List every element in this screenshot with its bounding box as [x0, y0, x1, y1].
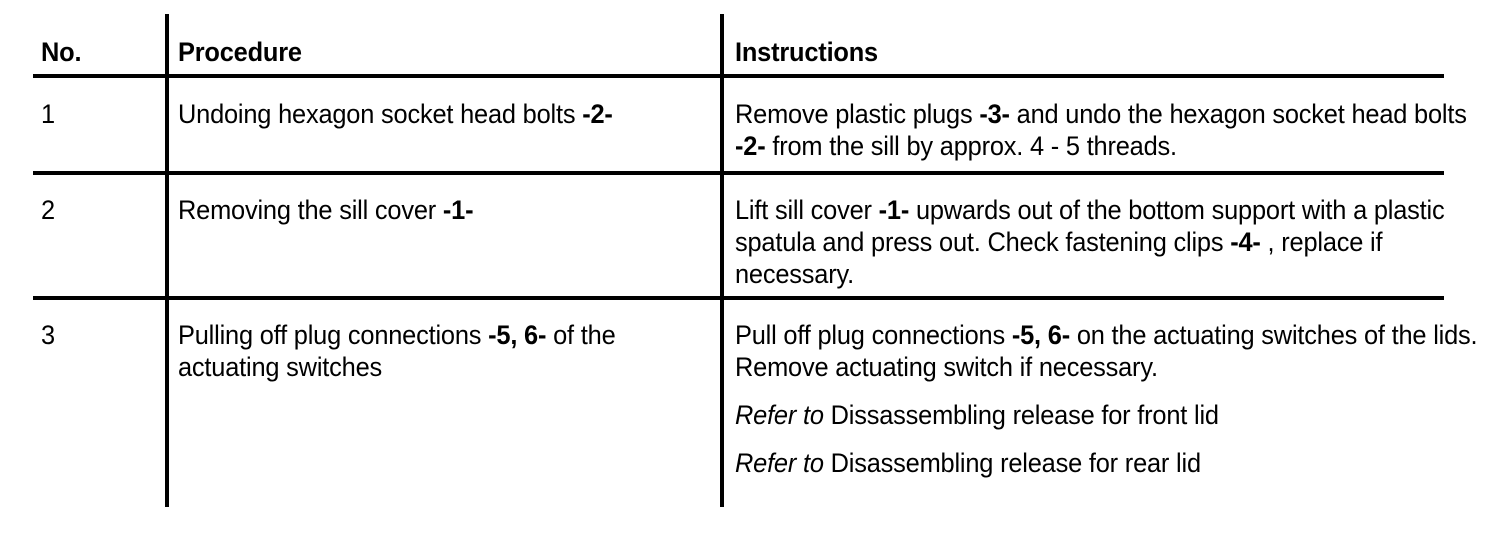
instructions-cell-3: Pull off plug connections -5, 6- on the …	[735, 319, 1478, 479]
instructions-text-3b: on the actuating switches of the lids.	[1069, 320, 1478, 350]
procedure-text-3b: of the actuating switches	[178, 320, 623, 382]
instructions-text-1b: and undo the hexagon socket head bolts	[1009, 99, 1474, 129]
instructions-text-2c: , replace if necessary.	[735, 227, 1390, 289]
instructions-ref-1b: -2-	[735, 131, 766, 161]
instructions-text-3a: Pull off plug connections	[735, 320, 1012, 350]
cross-reference-front-lid[interactable]: Refer to Dissassembling release for fron…	[735, 399, 1478, 431]
instructions-ref-3a: -5, 6-	[1011, 320, 1070, 350]
row-divider-rule-2	[33, 296, 1444, 300]
procedure-cell-1: Undoing hexagon socket head bolts -2-	[178, 98, 704, 130]
column-header-no: No.	[41, 37, 82, 67]
instructions-text-2b: upwards out of the bottom support with a…	[735, 195, 1452, 257]
procedure-cell-3: Pulling off plug connections -5, 6- of t…	[178, 319, 704, 383]
instructions-text-1a: Remove plastic plugs	[735, 99, 980, 129]
column-header-instructions: Instructions	[735, 37, 878, 67]
instructions-ref-2a: -1-	[878, 195, 910, 225]
cross-reference-rear-lid[interactable]: Refer to Disassembling release for rear …	[735, 447, 1478, 479]
instructions-cell-1: Remove plastic plugs -3- and undo the he…	[735, 98, 1478, 162]
row-number-2: 2	[41, 195, 55, 225]
cross-reference-text-front: Dissassembling release for front lid	[823, 400, 1219, 430]
instructions-paragraph-3a: Pull off plug connections -5, 6- on the …	[735, 319, 1478, 351]
instructions-text-2a: Lift sill cover	[735, 195, 879, 225]
cross-reference-text-rear: Disassembling release for rear lid	[823, 448, 1201, 478]
procedure-text-2a: Removing the sill cover	[178, 195, 443, 225]
header-divider-rule	[33, 74, 1444, 78]
refer-to-label-front: Refer to	[735, 400, 824, 430]
procedure-ref-2: -1-	[442, 195, 474, 225]
instructions-text-1c: from the sill by approx. 4 - 5 threads.	[765, 131, 1177, 161]
column-divider-rule-2	[720, 14, 724, 507]
column-divider-rule-1	[165, 14, 169, 507]
procedure-cell-2: Removing the sill cover -1-	[178, 194, 704, 226]
column-header-procedure: Procedure	[178, 37, 302, 67]
procedure-text-3a: Pulling off plug connections	[178, 320, 489, 350]
refer-to-label-rear: Refer to	[735, 448, 824, 478]
row-divider-rule-1	[33, 171, 1444, 175]
row-number-1: 1	[41, 99, 55, 129]
instructions-ref-1a: -3-	[979, 99, 1010, 129]
instructions-paragraph-3b: Remove actuating switch if necessary.	[735, 352, 1158, 382]
row-number-3: 3	[41, 320, 55, 350]
instructions-cell-2: Lift sill cover -1- upwards out of the b…	[735, 194, 1478, 290]
procedure-text-1a: Undoing hexagon socket head bolts	[178, 99, 583, 129]
procedure-ref-3: -5, 6-	[488, 320, 547, 350]
instructions-ref-2b: -4-	[1230, 227, 1261, 257]
procedure-ref-1: -2-	[582, 99, 613, 129]
